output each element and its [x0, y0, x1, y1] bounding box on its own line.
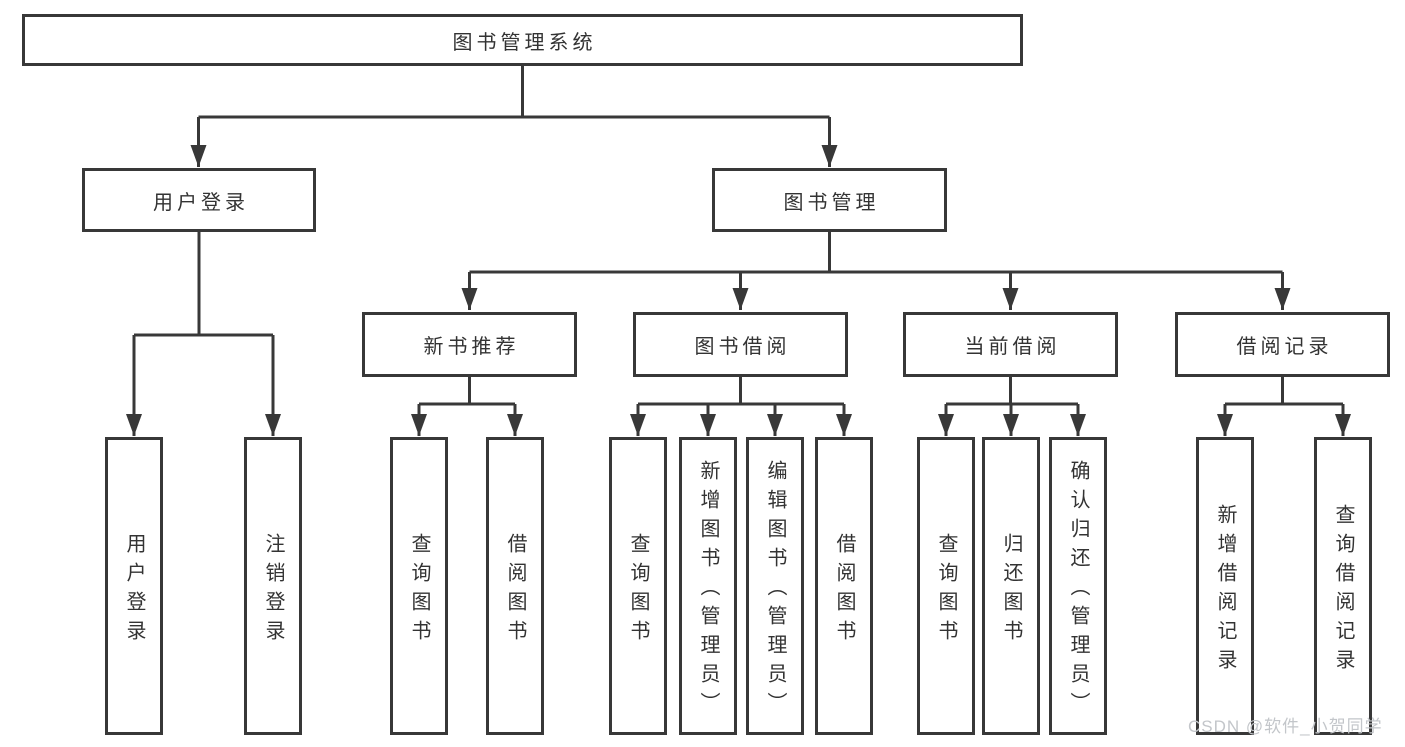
leaf-edit-books: 编辑图书（管理员）: [746, 437, 804, 735]
leaf-query-books-3-label: 查询图书: [935, 532, 957, 649]
leaf-add-borrow-record: 新增借阅记录: [1196, 437, 1254, 735]
leaf-return-books-label: 归还图书: [1000, 532, 1022, 649]
node-book-management: 图书管理: [712, 168, 947, 232]
node-user-login: 用户登录: [82, 168, 316, 232]
node-borrow-records-label: 借阅记录: [1236, 336, 1333, 358]
leaf-confirm-return: 确认归还（管理员）: [1049, 437, 1107, 735]
leaf-borrow-books-2-label: 借阅图书: [833, 532, 855, 649]
leaf-return-books: 归还图书: [982, 437, 1040, 735]
node-new-book-recommend-label: 新书推荐: [423, 336, 520, 358]
connector-borrow-records-spine: [1225, 377, 1343, 406]
connector-root-spine: [198, 66, 830, 119]
leaf-edit-books-label: 编辑图书（管理员）: [764, 460, 786, 721]
node-root-label: 图书管理系统: [452, 31, 597, 54]
node-book-borrow: 图书借阅: [633, 312, 848, 377]
node-user-login-label: 用户登录: [153, 191, 249, 214]
leaf-borrow-books-1: 借阅图书: [486, 437, 544, 735]
leaf-query-books-1-label: 查询图书: [408, 532, 430, 649]
leaf-add-borrow-record-label: 新增借阅记录: [1214, 503, 1236, 678]
connector-book-management-spine: [469, 232, 1283, 274]
connector-book-borrow-spine: [638, 377, 844, 406]
leaf-user-login-label: 用户登录: [123, 532, 145, 649]
node-new-book-recommend: 新书推荐: [362, 312, 577, 377]
leaf-user-login: 用户登录: [105, 437, 163, 735]
leaf-query-borrow-record: 查询借阅记录: [1314, 437, 1372, 735]
node-borrow-records: 借阅记录: [1175, 312, 1390, 377]
connector-current-borrow-spine: [946, 377, 1078, 406]
leaf-query-books-3: 查询图书: [917, 437, 975, 735]
connector-user-login-spine: [134, 232, 273, 337]
leaf-logout-login: 注销登录: [244, 437, 302, 735]
leaf-query-books-1: 查询图书: [390, 437, 448, 735]
node-root: 图书管理系统: [22, 14, 1023, 66]
node-book-borrow-label: 图书借阅: [694, 336, 791, 358]
node-book-management-label: 图书管理: [783, 191, 880, 214]
leaf-query-books-2-label: 查询图书: [627, 532, 649, 649]
node-current-borrow-label: 当前借阅: [964, 336, 1061, 358]
leaf-borrow-books-1-label: 借阅图书: [504, 532, 526, 649]
leaf-borrow-books-2: 借阅图书: [815, 437, 873, 735]
leaf-add-books-label: 新增图书（管理员）: [697, 460, 719, 721]
leaf-confirm-return-label: 确认归还（管理员）: [1067, 460, 1089, 721]
node-current-borrow: 当前借阅: [903, 312, 1118, 377]
leaf-query-books-2: 查询图书: [609, 437, 667, 735]
connector-new-book-spine: [419, 377, 515, 406]
csdn-watermark: CSDN @软件_小贺同学: [1188, 717, 1383, 736]
leaf-logout-login-label: 注销登录: [262, 532, 284, 649]
leaf-add-books: 新增图书（管理员）: [679, 437, 737, 735]
leaf-query-borrow-record-label: 查询借阅记录: [1332, 503, 1354, 678]
